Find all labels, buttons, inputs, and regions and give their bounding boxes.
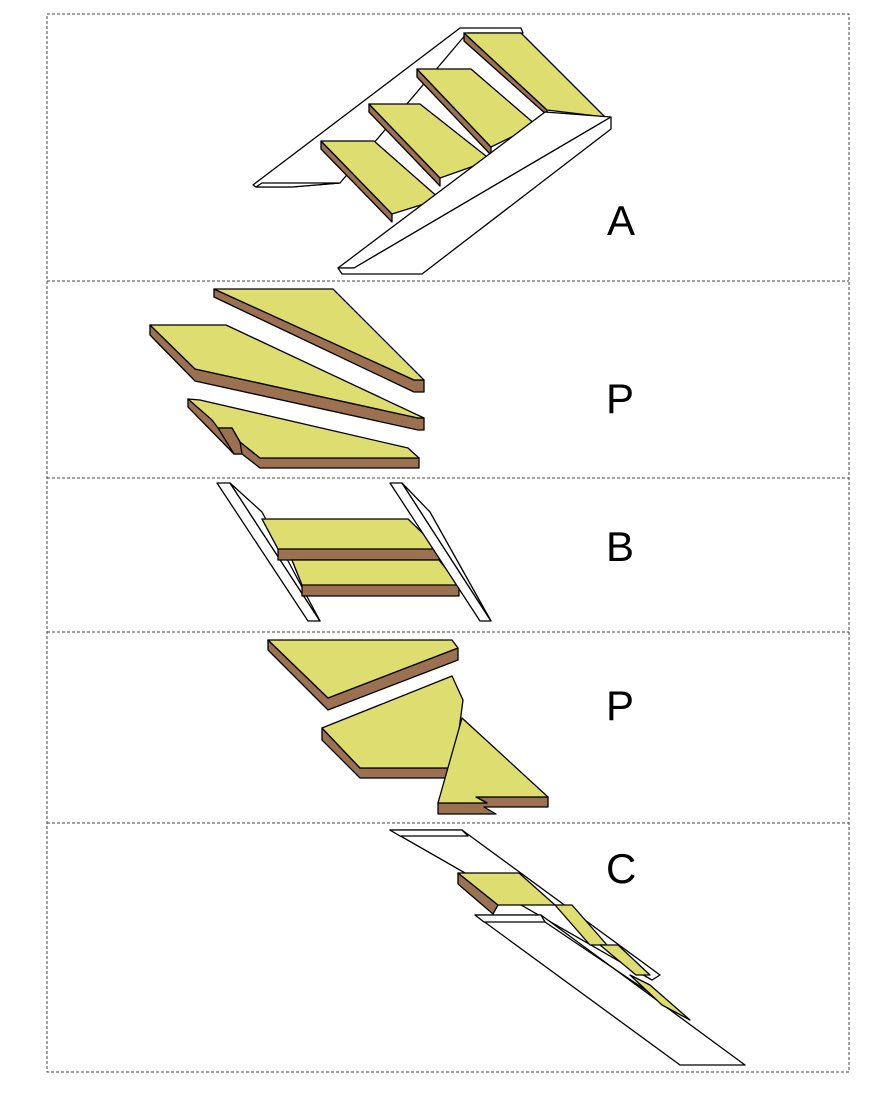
c-tread-3 (599, 944, 651, 976)
section-b-flight (216, 482, 492, 622)
section-p-winders-lower (267, 639, 549, 815)
winder-2 (149, 324, 425, 419)
winder-3 (187, 398, 420, 459)
sheet-frame (46, 13, 850, 1073)
c-back-stringer-face (389, 829, 469, 837)
landing-1 (267, 639, 459, 699)
section-c-flight (389, 829, 746, 1066)
section-label-p-lower: P (606, 682, 634, 729)
section-label-c: C (606, 845, 636, 892)
section-p-winders-upper (149, 288, 425, 469)
c-front-stringer (474, 914, 746, 1066)
section-a-stair-flight (252, 27, 612, 275)
winder-3-notch (217, 427, 243, 455)
b-tread-1 (261, 518, 440, 550)
section-label-a: A (607, 197, 635, 244)
b-tread-2 (291, 559, 460, 586)
front-stringer-face (337, 116, 612, 275)
winder-1 (213, 288, 425, 381)
section-label-p-upper: P (606, 375, 634, 422)
left-stringer-side (229, 482, 321, 622)
c-front-stringer-top (474, 914, 546, 923)
c-tread-4 (629, 974, 691, 1021)
section-label-b: B (606, 523, 634, 570)
right-stringer-side (401, 482, 492, 622)
landing-3 (437, 717, 549, 804)
back-stringer-face (255, 182, 341, 188)
